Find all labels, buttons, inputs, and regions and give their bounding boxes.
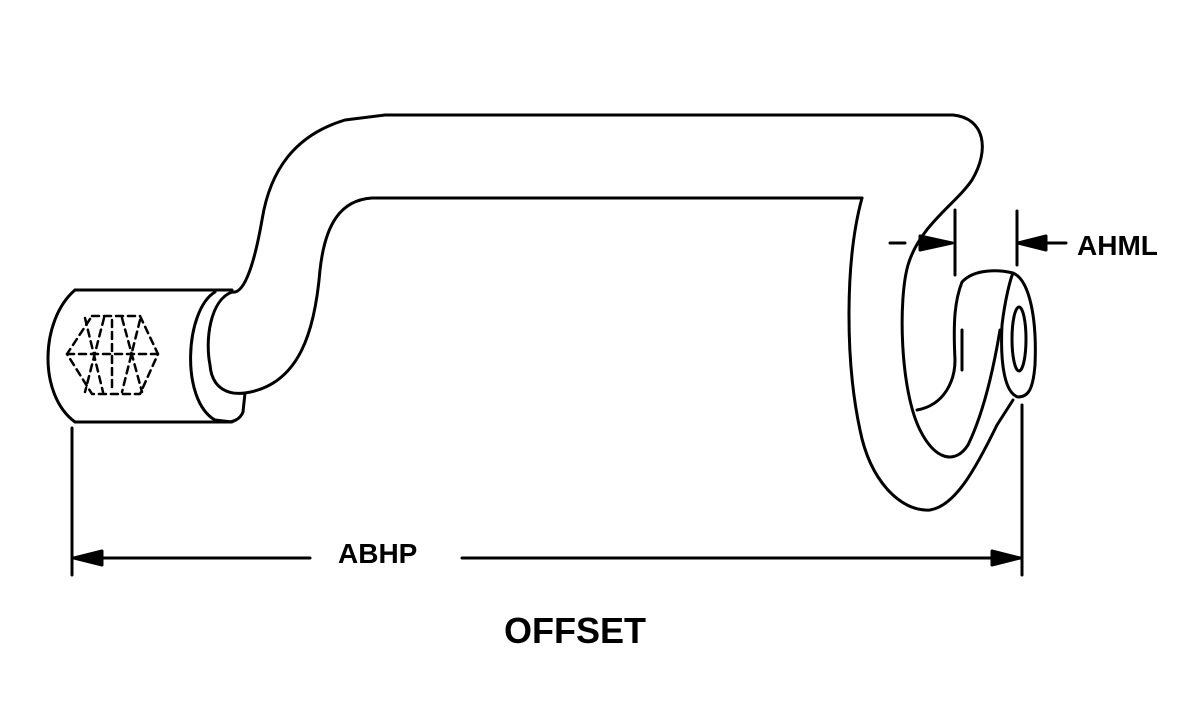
ahml-dimension-label: AHML <box>1077 230 1158 261</box>
hex-socket-end <box>46 288 247 424</box>
hex-socket-icon <box>65 314 160 396</box>
abhp-dimension-label: ABHP <box>338 538 418 569</box>
dimension-abhp <box>70 403 1024 577</box>
dimension-ahml <box>888 208 1068 277</box>
figure-caption: OFFSET <box>504 610 646 651</box>
crank-shaft <box>230 113 955 395</box>
hook-hole <box>1010 305 1028 373</box>
hook-end <box>847 113 1037 512</box>
